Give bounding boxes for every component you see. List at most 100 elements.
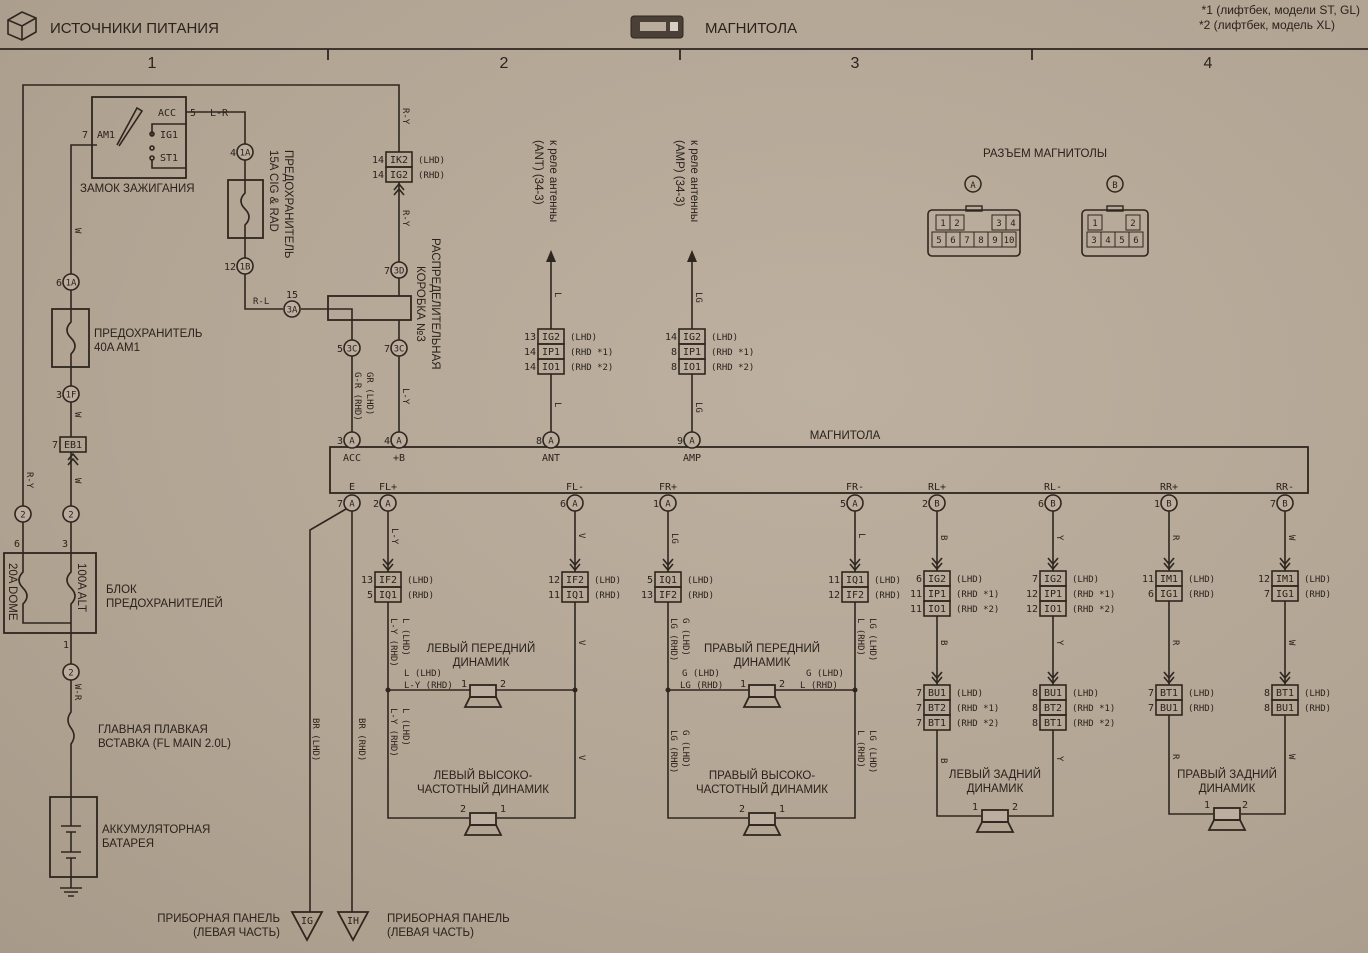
connector-id: B (934, 500, 939, 510)
diagram-label: W (72, 228, 82, 234)
connector-id: 3C (347, 345, 358, 355)
connector-a_frp: A1 (653, 494, 677, 512)
pin-number: 7 (1148, 703, 1154, 714)
pin-number: 14 (372, 155, 384, 166)
diagram-label: 6 (14, 539, 20, 550)
connector-code: IF2 (846, 590, 864, 601)
diagram-label: RL+ (928, 482, 946, 493)
footnote-2: *2 (лифтбек, модель XL) (1199, 18, 1335, 32)
pin-number: 3 (337, 436, 343, 447)
diagram-label: ВСТАВКА (FL MAIN 2.0L) (98, 738, 231, 750)
connector-code: BU1 (928, 688, 946, 699)
pin-number: 1 (653, 499, 659, 510)
fuse-block (3, 552, 97, 634)
diagram-label: LG (RHD) (668, 618, 678, 661)
connector-code: IO1 (683, 362, 701, 373)
diagram-label: W (72, 412, 82, 418)
diagram-label: L (RHD) (855, 618, 865, 656)
column-ruler (0, 48, 1368, 60)
connector-code: IG2 (542, 332, 560, 343)
connector-c2_dome: 2 (14, 505, 32, 523)
ground-ig-icon (290, 911, 324, 942)
connector-arrow-icon (1279, 671, 1291, 685)
diagram-label: R-Y (400, 108, 410, 125)
connector-id: 3A (287, 306, 298, 316)
arrow-up-icon (546, 250, 556, 262)
connector-id: A (665, 500, 671, 510)
pin-number: 7 (1270, 499, 1276, 510)
junction-box-3 (327, 295, 412, 321)
connector-id: 3C (394, 345, 405, 355)
fuse-cig-rad (227, 179, 264, 239)
connector-c3c_7: 3C7 (384, 339, 408, 357)
diagram-label: G (LHD) (680, 618, 690, 656)
connector-code: EB1 (64, 440, 82, 451)
diagram-label: ACC (343, 453, 361, 464)
connector-code: IF2 (659, 590, 677, 601)
connector-id: A (852, 500, 858, 510)
power-source-icon (7, 11, 37, 41)
diagram-label: BR (LHD) (310, 718, 320, 761)
diagram-label: РАЗЪЕМ МАГНИТОЛЫ (983, 148, 1107, 160)
diagram-label: (ЛЕВАЯ ЧАСТЬ) (193, 927, 280, 939)
connector-code: IF2 (566, 575, 584, 586)
diagram-label: +B (393, 453, 405, 464)
diagram-label: FR- (846, 482, 864, 493)
antenna-wires (550, 258, 693, 432)
variant-note: (RHD *2) (711, 363, 754, 373)
connector-code: BT2 (928, 703, 946, 714)
diagram-label: ДИНАМИК (453, 657, 510, 669)
diagram-label: B (938, 758, 948, 763)
connector-code: IM1 (1160, 574, 1178, 585)
variant-note: (RHD) (687, 591, 714, 601)
pin-number: 8 (671, 362, 677, 373)
connector-code: IO1 (928, 604, 946, 615)
plug-pin: 8 (978, 236, 983, 246)
pin-number: 12 (1026, 604, 1038, 615)
connector-a_acc: A3 (337, 431, 361, 449)
diagram-label: G (LHD) (682, 669, 720, 679)
connector-arrow-icon (931, 557, 943, 571)
connector-id: B (1282, 500, 1287, 510)
pin-number: 7 (916, 688, 922, 699)
pin-number: 3 (56, 390, 62, 401)
connector-code: IO1 (1044, 604, 1062, 615)
connector-code: IK2 (390, 155, 408, 166)
diagram-label: (ЛЕВАЯ ЧАСТЬ) (387, 927, 474, 939)
diagram-label: FL+ (379, 482, 397, 493)
pin-number: 11 (1142, 574, 1154, 585)
diagram-label: ПРАВЫЙ ПЕРЕДНИЙ (704, 642, 820, 655)
connector-code: IG1 (1276, 589, 1294, 600)
plug-pin: 6 (950, 236, 955, 246)
pin-number: 5 (367, 590, 373, 601)
connector-b_rrp: B1 (1154, 494, 1178, 512)
pin-number: 8 (1032, 688, 1038, 699)
switch-contact (149, 155, 155, 161)
variant-note: (RHD *2) (1072, 605, 1115, 615)
variant-note: (LHD) (1304, 689, 1331, 699)
plug-pin: 6 (1133, 236, 1138, 246)
diagram-label: ЧАСТОТНЫЙ ДИНАМИК (696, 783, 828, 796)
diagram-label: ГЛАВНАЯ ПЛАВКАЯ (98, 724, 208, 736)
radio-icon (630, 15, 684, 39)
plug-pin: 3 (996, 219, 1001, 229)
connector-id: A (689, 437, 695, 447)
switch-contact (149, 145, 155, 151)
connector-id: A (548, 437, 554, 447)
diagram-label: V (576, 533, 586, 539)
connector-code: IG2 (1044, 574, 1062, 585)
variant-note: (RHD) (407, 591, 434, 601)
diagram-label: R (1170, 640, 1180, 646)
diagram-label: IG (301, 916, 313, 927)
pin-number: 14 (524, 362, 536, 373)
diagram-label: L (552, 292, 562, 297)
variant-note: (RHD) (1304, 590, 1331, 600)
diagram-label: ПРЕДОХРАНИТЕЛЬ (282, 150, 294, 258)
pin-number: 5 (337, 344, 343, 355)
diagram-label: ЛЕВЫЙ ВЫСОКО- (434, 769, 533, 782)
connector-id: 1F (66, 391, 77, 401)
connector-c3d: 3D7 (384, 261, 408, 279)
pin-number: 7 (1148, 688, 1154, 699)
speaker-icon (1207, 807, 1247, 831)
